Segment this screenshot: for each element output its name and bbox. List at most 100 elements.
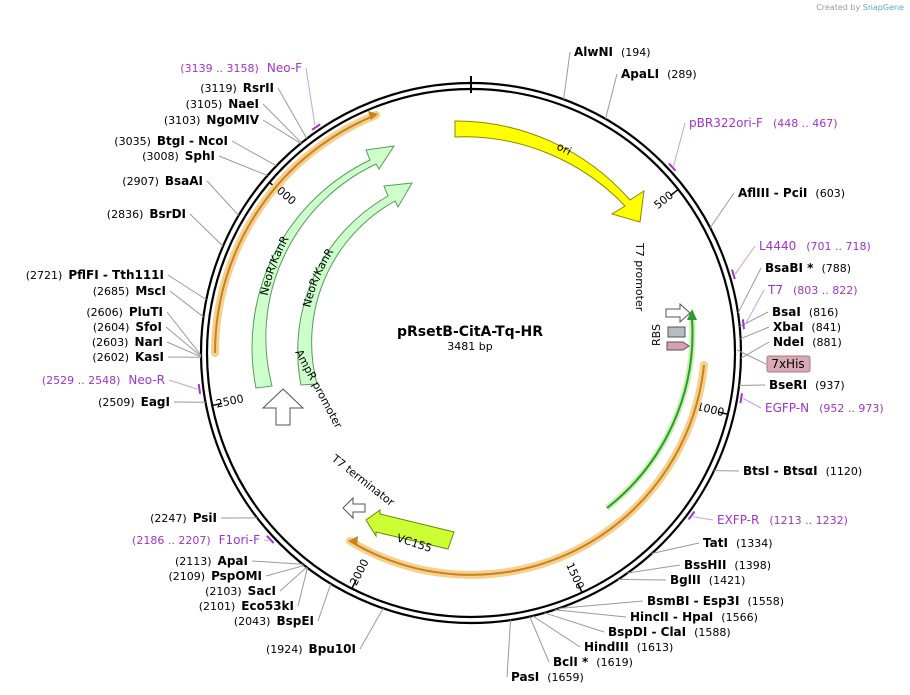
primer-label: (2529 .. 2548)Neo-R (42, 373, 165, 387)
site-name: NdeI (773, 335, 804, 349)
t7-promoter-label: T7 promoter (633, 242, 646, 312)
site-position: (2509) (98, 396, 135, 409)
site-leader-line (709, 192, 735, 229)
site-name: BseRI (769, 378, 807, 392)
site-leader-line (279, 566, 308, 592)
rbs-box (667, 326, 686, 338)
site-leader-line (167, 274, 207, 301)
site-position: (816) (809, 306, 839, 319)
ampr-promoter-label: AmpR promoter (292, 347, 345, 431)
restriction-site-label: (2907)BsaAI (122, 174, 203, 188)
site-position: (1120) (826, 465, 863, 478)
snapgene-brand: SnapGene (862, 3, 904, 12)
site-position: (289) (667, 68, 697, 81)
site-position: (2247) (150, 512, 187, 525)
site-name: NgoMIV (206, 113, 259, 127)
backbone (199, 76, 743, 625)
primer-range: (803 .. 822) (793, 284, 858, 297)
site-name: RsrII (243, 81, 274, 95)
restriction-site-label: TatI(1334) (703, 536, 773, 550)
site-position: (841) (811, 321, 841, 334)
primer-leader-line (693, 516, 714, 521)
site-position: (3105) (186, 98, 223, 111)
site-name: BsmBI - Esp3I (647, 594, 739, 608)
site-position: (2603) (92, 336, 129, 349)
restriction-site-label: (2602)KasI (92, 350, 164, 364)
t7-terminator-label: T7 terminator (328, 452, 397, 510)
site-leader-line (317, 583, 332, 622)
primer-leader-line (673, 122, 686, 166)
site-name: XbaI (773, 320, 803, 334)
feature-orange-arc-left (213, 114, 377, 354)
site-name: TatI (703, 536, 728, 550)
site-name: BspDI - ClaI (608, 625, 686, 639)
restriction-site-label: BsaBI *(788) (765, 261, 851, 275)
restriction-site-label: (2247) PsiI (150, 511, 217, 525)
primer-range: (2186 .. 2207) (132, 534, 211, 547)
feature-vc155-arrow (365, 509, 455, 550)
primer-name: EGFP-N (765, 401, 809, 415)
primer-name: Neo-F (267, 61, 302, 75)
rbs-label: RBS (650, 324, 663, 346)
primer-name: EXFP-R (717, 513, 759, 527)
site-position: (3119) (200, 82, 237, 95)
tick-label: 1000 (695, 400, 725, 419)
site-name: BsrDI (149, 207, 186, 221)
site-position: (603) (815, 187, 845, 200)
feature-neor-kanr-outer-label: NeoR/KanR (258, 233, 292, 296)
his-tag-arrow (666, 341, 690, 351)
site-position: (1924) (266, 643, 303, 656)
tick-mark (351, 579, 357, 589)
primer-range: (701 .. 718) (806, 240, 871, 253)
site-name: Eco53kI (241, 599, 294, 613)
site-position: (2836) (107, 208, 144, 221)
tick-label: 500 (652, 189, 677, 212)
feature-green-arc-head (687, 309, 697, 320)
primer-binding-mark (311, 123, 321, 131)
restriction-site-label: (2113)ApaI (175, 554, 248, 568)
restriction-site-label: HincII - HpaI(1566) (630, 610, 758, 624)
site-leader-line (297, 567, 308, 607)
primer-label: (2186 .. 2207)F1ori-F (132, 533, 260, 547)
t7-terminator-arrow (342, 496, 366, 520)
site-name: BsaI (772, 305, 801, 319)
site-position: (937) (815, 379, 845, 392)
site-name: AflIII - PciI (738, 186, 807, 200)
feature-ori-label: ori (555, 140, 574, 158)
site-position: (1588) (694, 626, 731, 639)
restriction-site-label: (2101)Eco53kI (199, 599, 294, 613)
site-position: (2685) (93, 285, 130, 298)
site-leader-line (165, 326, 202, 357)
tick-mark (669, 188, 679, 197)
tick-label: 2000 (347, 557, 371, 588)
site-position: (3035) (114, 135, 151, 148)
site-leader-line (558, 600, 644, 609)
primer-label: EXFP-R(1213 .. 1232) (717, 513, 848, 527)
site-leader-line (544, 612, 605, 633)
feature-neor-kanr-outer-arrow (251, 145, 396, 389)
primer-binding-mark (687, 510, 696, 521)
site-name: EagI (141, 395, 170, 409)
site-name: BtsI - BtsαI (743, 464, 818, 478)
feature-orange-arc-right (349, 364, 705, 576)
primer-range: (952 .. 973) (819, 402, 884, 415)
primer-label: EGFP-N (952 .. 973) (765, 401, 884, 415)
site-leader-line (529, 616, 550, 663)
site-name: NarI (134, 335, 163, 349)
primer-label: T7(803 .. 822) (767, 283, 858, 297)
site-name: PsiI (193, 511, 217, 525)
restriction-site-label: (3035)BtgI - NcoI (114, 134, 228, 148)
site-name: Bpu10I (309, 642, 356, 656)
site-name: ApaLI (621, 67, 659, 81)
site-position: (2602) (92, 351, 129, 364)
his-tag-leader (736, 349, 767, 365)
t7-promoter-arrow (665, 302, 691, 324)
tick-label: 2500 (215, 392, 245, 410)
his-tag-callout: 7xHis (736, 349, 811, 373)
restriction-site-label: BseRI (937) (769, 378, 845, 392)
restriction-site-label: AflIII - PciI (603) (738, 186, 845, 200)
restriction-site-label: (2836) BsrDI (107, 207, 186, 221)
his-tag-box (766, 355, 811, 373)
tick-mark (717, 411, 728, 415)
